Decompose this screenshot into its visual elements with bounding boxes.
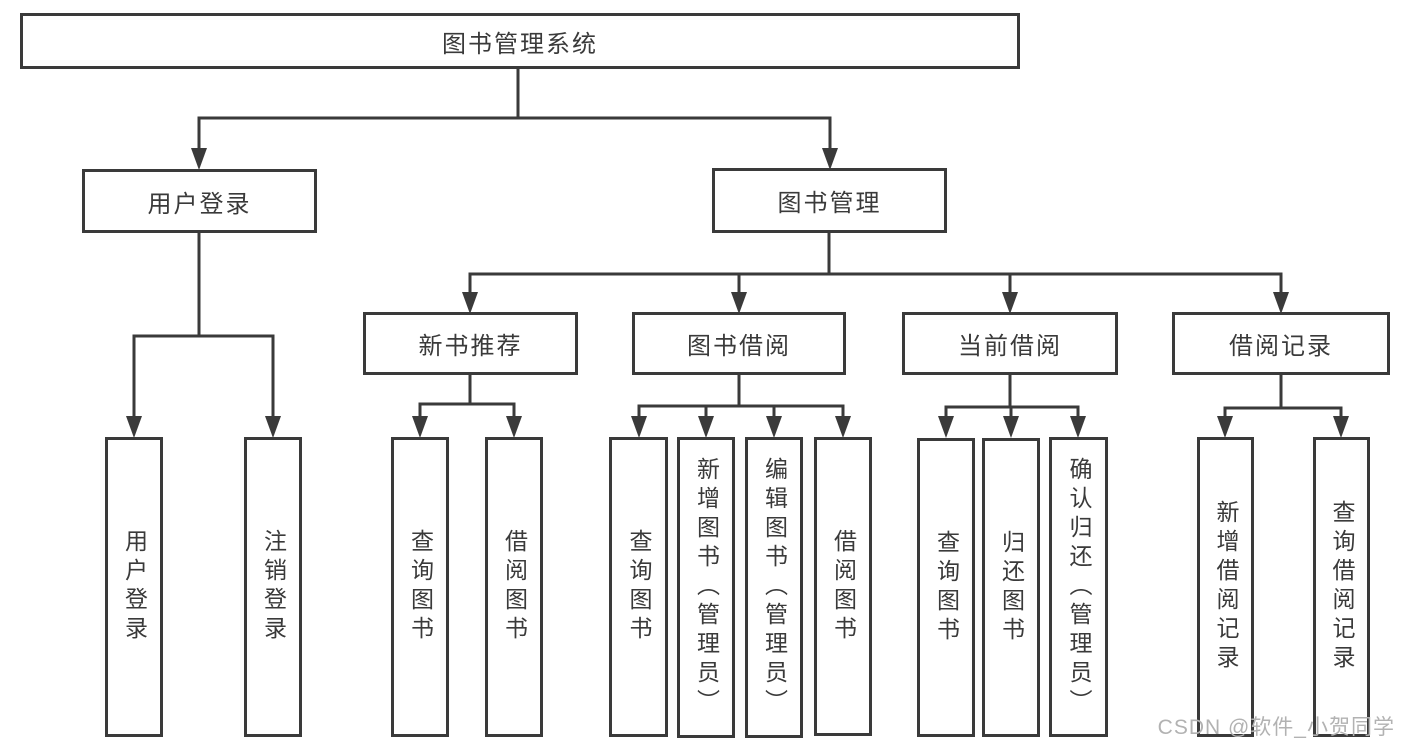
arrow-icon bbox=[1217, 416, 1233, 438]
arrow-icon bbox=[1002, 292, 1018, 314]
arrow-icon bbox=[822, 148, 838, 170]
node-book-mgmt: 图书管理 bbox=[712, 168, 947, 233]
leaf-logout-label: 注销登录 bbox=[260, 529, 287, 645]
leaf-logout: 注销登录 bbox=[244, 437, 302, 737]
leaf-edit-book-admin: 编辑图书（管理员） bbox=[745, 437, 803, 738]
arrow-icon bbox=[265, 416, 281, 438]
arrow-icon bbox=[698, 416, 714, 438]
arrow-icon bbox=[1333, 416, 1349, 438]
leaf-add-book-admin-label: 新增图书（管理员） bbox=[693, 457, 720, 718]
node-new-book-rec: 新书推荐 bbox=[363, 312, 578, 375]
leaf-add-book-admin: 新增图书（管理员） bbox=[677, 437, 735, 738]
leaf-query-books-3: 查询图书 bbox=[917, 438, 975, 737]
leaf-query-books-3-label: 查询图书 bbox=[933, 529, 960, 646]
node-borrow-records: 借阅记录 bbox=[1172, 312, 1390, 375]
arrow-icon bbox=[835, 416, 851, 438]
leaf-add-borrow-record-label: 新增借阅记录 bbox=[1213, 500, 1239, 674]
leaf-query-borrow-record: 查询借阅记录 bbox=[1313, 437, 1370, 737]
leaf-query-borrow-record-label: 查询借阅记录 bbox=[1329, 500, 1355, 674]
node-current-borrow-label: 当前借阅 bbox=[958, 333, 1062, 360]
node-current-borrow: 当前借阅 bbox=[902, 312, 1118, 375]
leaf-query-books-2: 查询图书 bbox=[609, 437, 668, 737]
connector-root bbox=[197, 67, 832, 154]
leaf-borrow-books-2-label: 借阅图书 bbox=[830, 528, 857, 645]
leaf-return-books-label: 归还图书 bbox=[998, 529, 1025, 646]
arrowheads bbox=[126, 148, 1349, 438]
connector-book-mgmt bbox=[468, 231, 1283, 298]
node-book-mgmt-label: 图书管理 bbox=[777, 190, 882, 217]
arrow-icon bbox=[412, 416, 428, 438]
connector-current-borrow bbox=[944, 373, 1080, 422]
connector-new-book bbox=[418, 373, 516, 422]
node-user-login: 用户登录 bbox=[82, 169, 317, 233]
arrow-icon bbox=[938, 416, 954, 438]
arrow-icon bbox=[191, 148, 207, 170]
connector-book-borrow bbox=[637, 373, 845, 422]
arrow-icon bbox=[1273, 292, 1289, 314]
node-root: 图书管理系统 bbox=[20, 13, 1020, 69]
arrow-icon bbox=[1070, 416, 1086, 438]
arrow-icon bbox=[506, 416, 522, 438]
leaf-return-books: 归还图书 bbox=[982, 438, 1040, 737]
arrow-icon bbox=[766, 416, 782, 438]
arrow-icon bbox=[126, 416, 142, 438]
connector-borrow-records bbox=[1223, 373, 1343, 422]
leaf-borrow-books-1-label: 借阅图书 bbox=[501, 529, 528, 645]
leaf-borrow-books-1: 借阅图书 bbox=[485, 437, 543, 737]
leaf-borrow-books-2: 借阅图书 bbox=[814, 437, 872, 736]
arrow-icon bbox=[731, 292, 747, 314]
node-new-book-rec-label: 新书推荐 bbox=[418, 333, 523, 360]
node-book-borrow: 图书借阅 bbox=[632, 312, 846, 375]
node-root-label: 图书管理系统 bbox=[442, 30, 598, 58]
leaf-query-books-1: 查询图书 bbox=[391, 437, 449, 737]
leaf-user-login-label: 用户登录 bbox=[121, 529, 148, 645]
leaf-query-books-2-label: 查询图书 bbox=[626, 529, 652, 645]
node-book-borrow-label: 图书借阅 bbox=[687, 333, 791, 360]
leaf-user-login: 用户登录 bbox=[105, 437, 163, 737]
connector-user-login bbox=[132, 231, 275, 422]
leaf-confirm-return-admin-label: 确认归还（管理员） bbox=[1066, 456, 1092, 718]
leaf-edit-book-admin-label: 编辑图书（管理员） bbox=[761, 457, 788, 718]
leaf-confirm-return-admin: 确认归还（管理员） bbox=[1049, 437, 1108, 737]
arrow-icon bbox=[1003, 416, 1019, 438]
arrow-icon bbox=[631, 416, 647, 438]
leaf-add-borrow-record: 新增借阅记录 bbox=[1197, 437, 1254, 737]
node-user-login-label: 用户登录 bbox=[147, 190, 252, 218]
leaf-query-books-1-label: 查询图书 bbox=[407, 529, 434, 645]
node-borrow-records-label: 借阅记录 bbox=[1229, 333, 1333, 360]
arrow-icon bbox=[462, 292, 478, 314]
